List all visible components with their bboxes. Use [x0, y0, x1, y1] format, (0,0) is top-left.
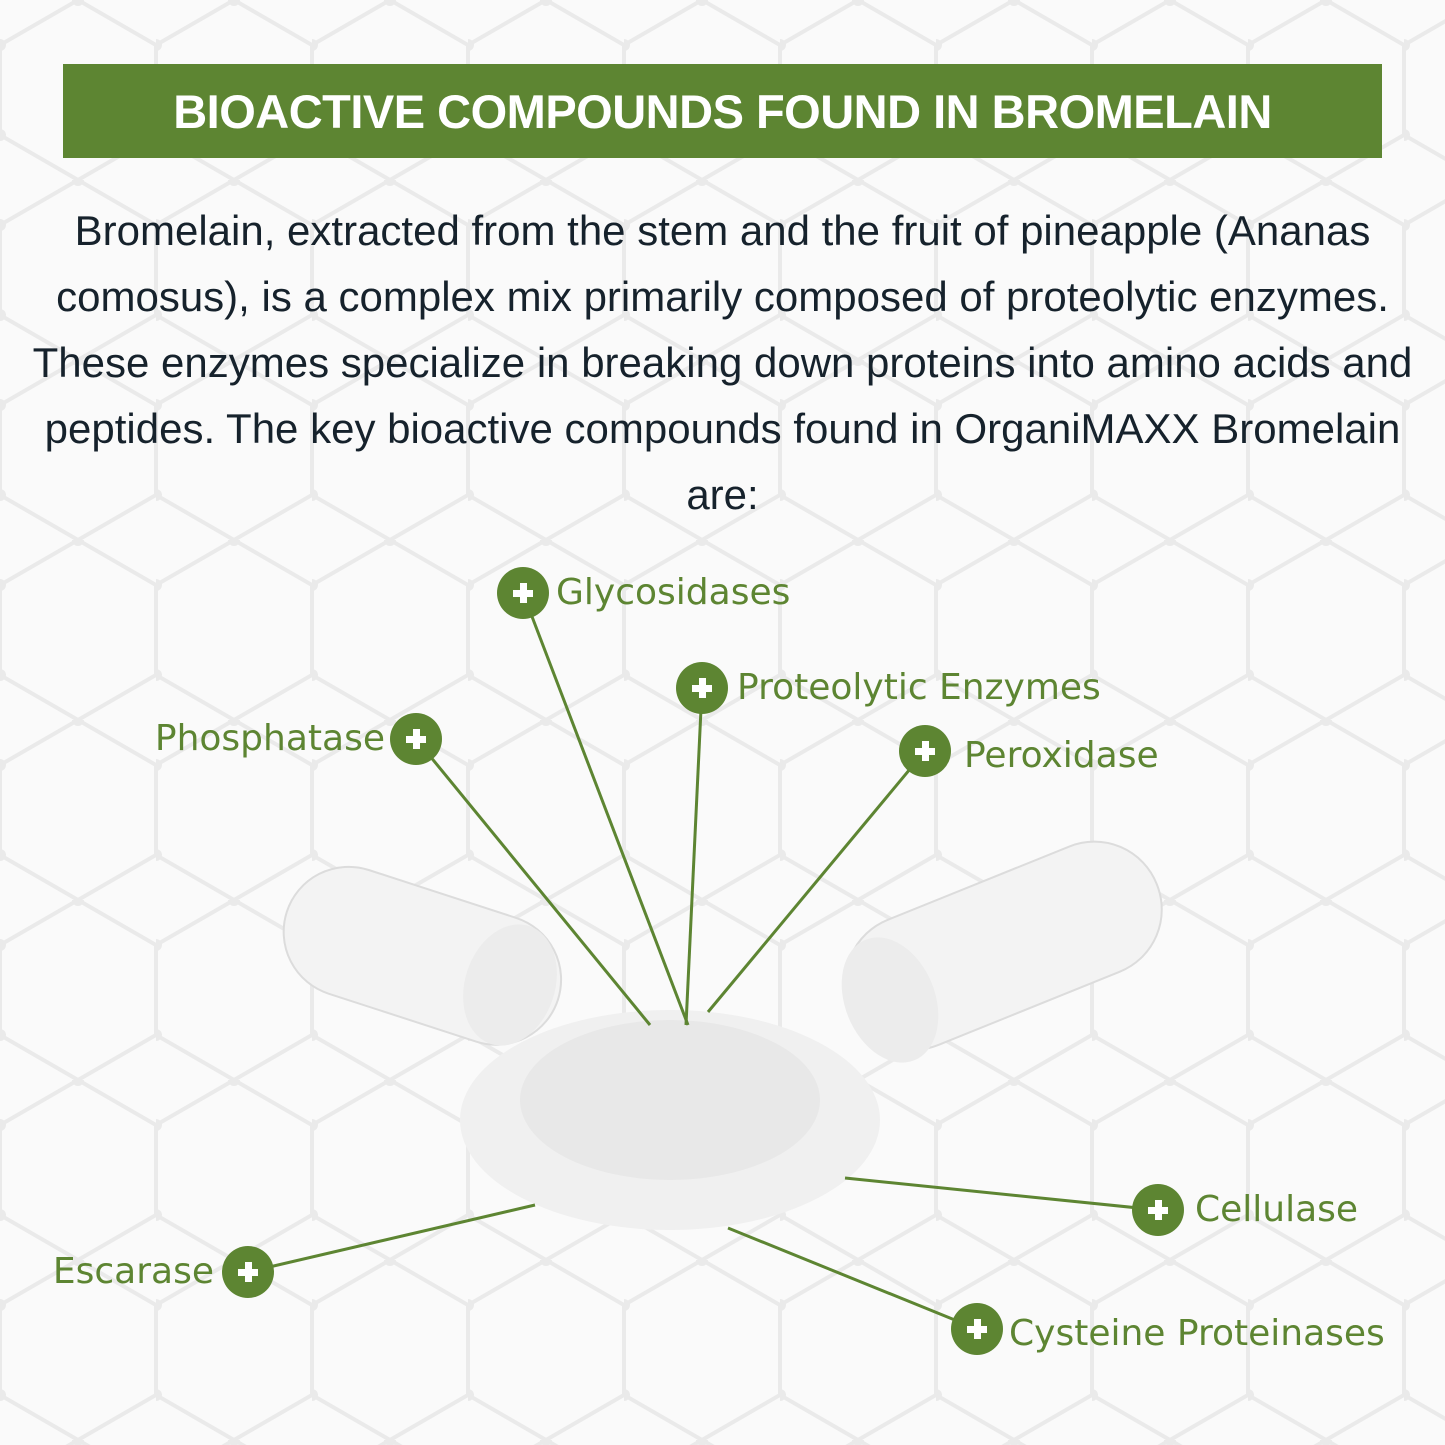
- compound-label-peroxidase: Peroxidase: [964, 735, 1159, 776]
- plus-icon: [1132, 1184, 1184, 1236]
- plus-icon: [899, 725, 951, 777]
- compound-label-proteolytic-enzymes: Proteolytic Enzymes: [737, 667, 1101, 708]
- page-title: BIOACTIVE COMPOUNDS FOUND IN BROMELAIN: [173, 84, 1272, 138]
- plus-icon: [951, 1303, 1003, 1355]
- compound-label-escarase: Escarase: [52, 1251, 214, 1292]
- compound-label-glycosidases: Glycosidases: [556, 572, 791, 613]
- compound-label-phosphatase: Phosphatase: [154, 718, 385, 759]
- plus-icon: [497, 567, 549, 619]
- intro-paragraph: Bromelain, extracted from the stem and t…: [32, 207, 1413, 518]
- plus-icon: [222, 1246, 274, 1298]
- compound-label-cysteine-proteinases: Cysteine Proteinases: [1009, 1313, 1385, 1354]
- connector-lines: [247, 592, 1159, 1331]
- compound-label-cellulase: Cellulase: [1195, 1189, 1359, 1230]
- capsule-right: [841, 840, 1163, 1063]
- plus-icon: [676, 662, 728, 714]
- plus-icon: [390, 713, 442, 765]
- capsule-left: [282, 865, 563, 1046]
- title-banner: BIOACTIVE COMPOUNDS FOUND IN BROMELAIN: [63, 64, 1382, 158]
